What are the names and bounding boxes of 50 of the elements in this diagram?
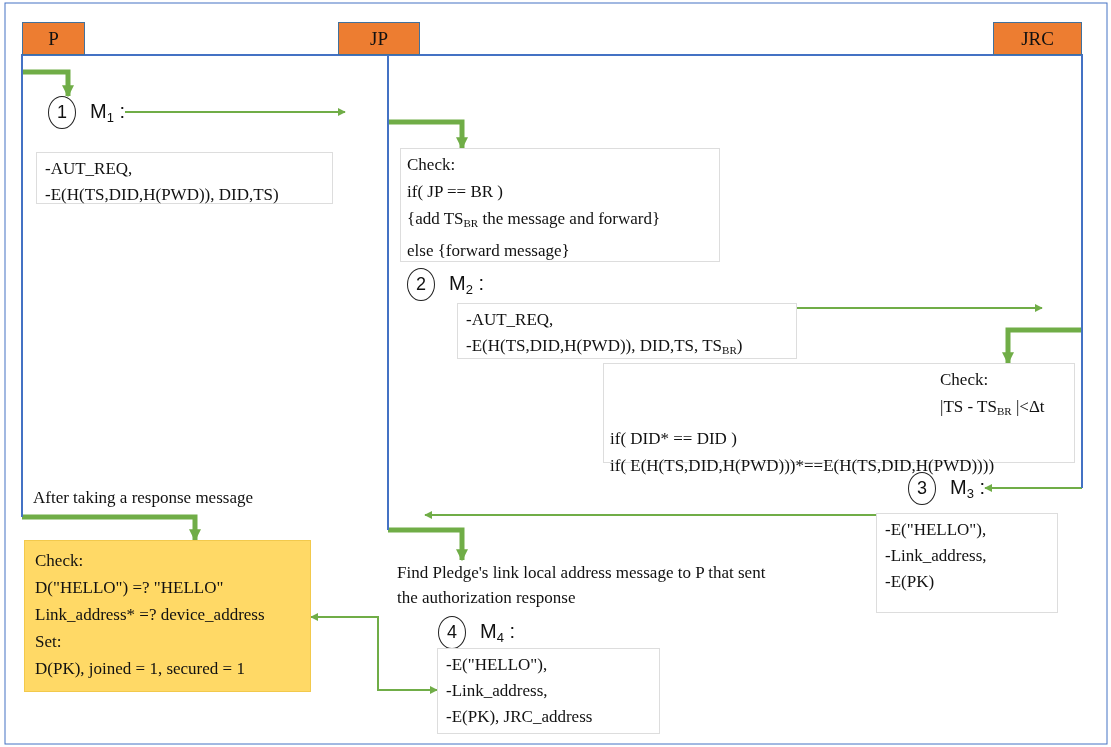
lifeline (21, 55, 23, 517)
message-line: -E(H(TS,DID,H(PWD)), DID,TS) (45, 185, 279, 204)
message-label: M$_{3}$ : (950, 476, 986, 501)
result-line: Check: (35, 551, 84, 570)
arrow (124, 108, 346, 116)
lifeline (387, 55, 389, 530)
result-line: D(PK), joined = 1, secured = 1 (35, 659, 245, 678)
message-line: -E("HELLO"), (446, 655, 548, 674)
arrow (796, 304, 1043, 312)
condition-line: Check: (407, 155, 456, 174)
result-line: Set: (35, 632, 62, 651)
message-box (457, 303, 797, 359)
message-line: -AUT_REQ, (466, 310, 554, 329)
message-line: -Link_address, (885, 546, 987, 565)
step-number-circle: 2 (407, 268, 435, 301)
message-line: -E("HELLO"), (885, 520, 987, 539)
message-label: M$_{1}$ : (90, 100, 126, 125)
message-line: -E(H(TS,DID,H(PWD)), DID,TS, TS$_{BR}$) (466, 336, 743, 355)
lifeline (1081, 55, 1083, 488)
condition-line: if( JP == BR ) (407, 182, 503, 201)
arrow (385, 527, 468, 562)
result-box (24, 540, 311, 692)
note-text: Find Pledge's link local address message to P that sent the authorization response (397, 560, 787, 612)
participant-header: P (22, 22, 85, 55)
message-label: M$_{2}$ : (449, 272, 485, 297)
arrow (984, 484, 1083, 492)
message-line: -Link_address, (446, 681, 548, 700)
condition-line: {add TS$_{BR}$ the message and forward} (407, 209, 661, 228)
participant-header: JP (338, 22, 420, 55)
step-number-circle: 1 (48, 96, 76, 129)
message-line: -E(PK), JRC_address (446, 707, 593, 726)
message-line: -AUT_REQ, (45, 159, 133, 178)
arrow (310, 613, 438, 694)
condition-line: else {forward message} (407, 241, 570, 261)
condition-line: if( DID* == DID ) (610, 429, 737, 449)
message-box (36, 152, 333, 204)
message-box (437, 648, 660, 734)
message-label: M$_{4}$ : (480, 620, 516, 645)
note-text: After taking a response message (33, 488, 253, 508)
result-line: Link_address* =? device_address (35, 605, 265, 624)
participant-header: JRC (993, 22, 1082, 55)
condition-line: Check: (940, 370, 989, 389)
arrow (424, 511, 877, 519)
message-line: -E(PK) (885, 572, 935, 591)
result-line: D("HELLO") =? "HELLO" (35, 578, 224, 597)
message-box (876, 513, 1058, 613)
condition-box (400, 148, 720, 262)
step-number-circle: 4 (438, 616, 466, 649)
condition-line: |TS - TS$_{BR}$ |<Δt (940, 397, 1045, 416)
arrow (19, 514, 201, 542)
